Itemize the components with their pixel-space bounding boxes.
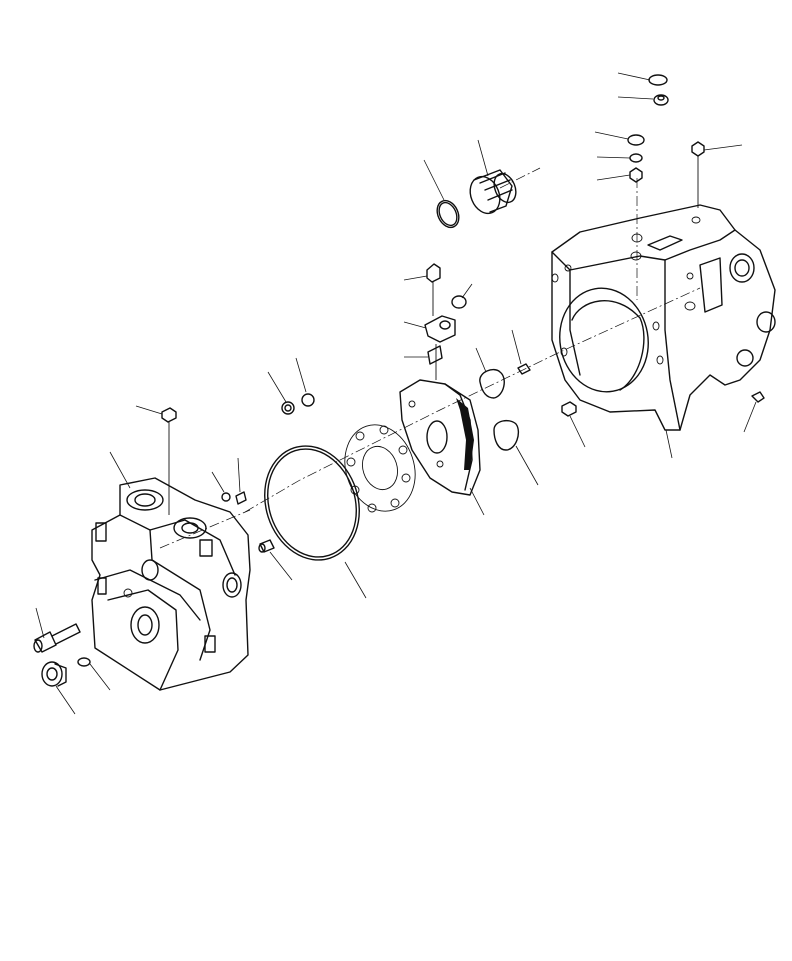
- front-pump-case: [551, 204, 776, 431]
- socket-bolt-left: [33, 623, 81, 653]
- rear-housing-body: [91, 477, 251, 691]
- small-o-ring-left: [77, 657, 91, 667]
- thin-o-ring-top: [436, 199, 460, 229]
- swash-case-plate: [399, 379, 481, 496]
- screw-mid: [517, 363, 531, 375]
- steel-ball-upper: [479, 368, 505, 399]
- drain-plug: [41, 661, 67, 687]
- dowel-pin-front: [258, 539, 275, 553]
- center-axis-lines: [159, 167, 701, 549]
- screw-plugs-right-low: [561, 391, 765, 417]
- valve-plate: [344, 424, 416, 513]
- callout-leader-lines: [35, 72, 757, 715]
- top-parts-stack: [627, 74, 669, 183]
- steel-ball-lower: [493, 419, 520, 451]
- small-bushing: [281, 401, 295, 415]
- small-o-ring-mid: [301, 393, 315, 407]
- screw-plug-top-right: [691, 141, 705, 208]
- large-o-ring: [264, 445, 360, 561]
- screw-plug-top-left: [161, 407, 177, 515]
- bushing-sleeve: [469, 169, 517, 215]
- dowel-pins: [221, 491, 247, 505]
- servo-bracket: [424, 263, 467, 380]
